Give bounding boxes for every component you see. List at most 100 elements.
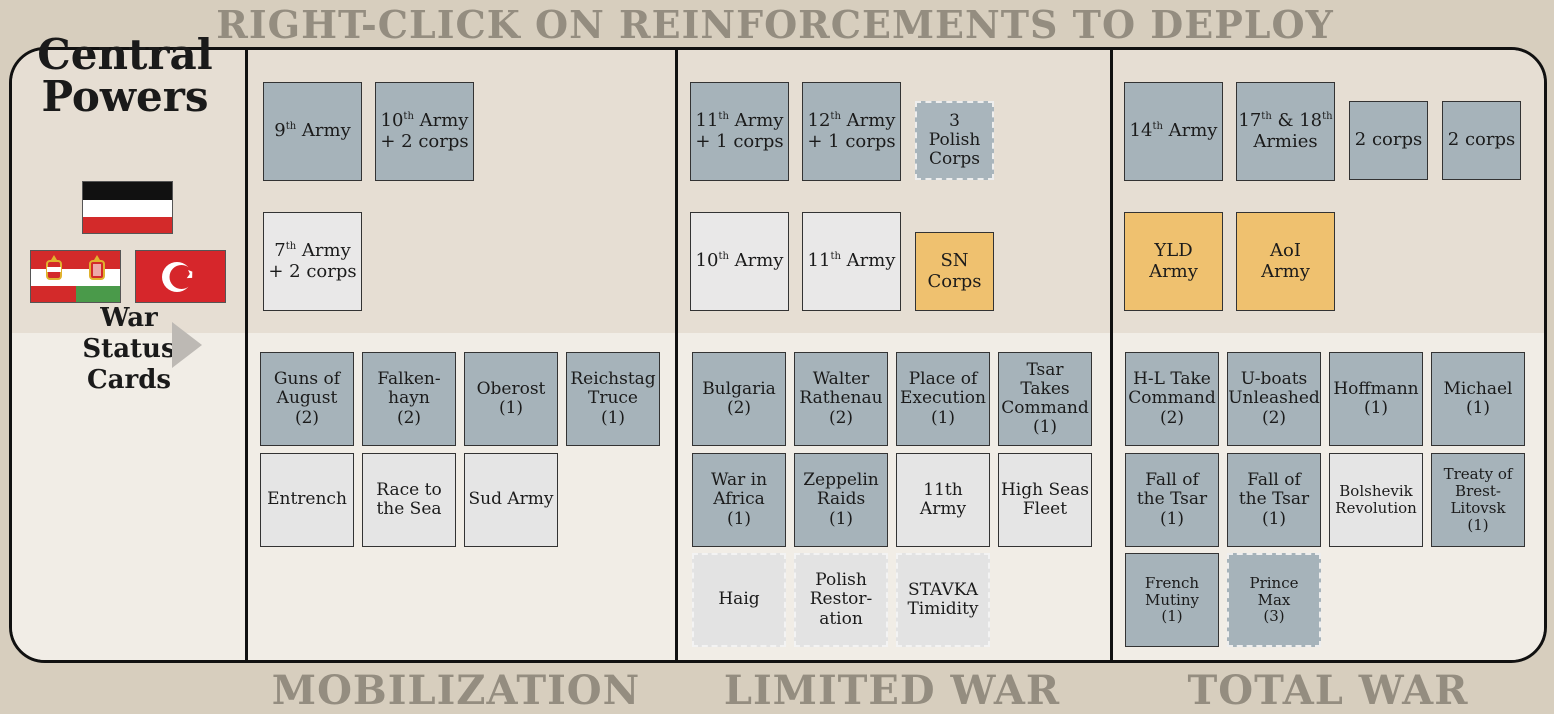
reinforcement-10th-army[interactable]: 10th Army (690, 212, 789, 311)
war-status-card[interactable]: Guns of August (2) (260, 352, 354, 446)
card-label: Treaty of Brest- Litovsk (1) (1443, 465, 1513, 534)
unit-label: 10th Army + 2 corps (380, 110, 469, 152)
card-label: Guns of August (2) (273, 369, 341, 428)
war-status-card[interactable]: Place of Execution (1) (896, 352, 990, 446)
era-label-limited-war: LIMITED WAR (723, 667, 1061, 714)
divider-mobilization (675, 50, 678, 660)
crescent-star-icon (162, 262, 194, 292)
reinforcement-11th-army-1-corps[interactable]: 11th Army + 1 corps (690, 82, 789, 181)
reinforcement-14th-army[interactable]: 14th Army (1124, 82, 1223, 181)
war-status-card[interactable]: Oberost (1) (464, 352, 558, 446)
war-status-card[interactable]: War in Africa (1) (692, 453, 786, 547)
card-label: U-boats Unleashed (2) (1228, 369, 1320, 428)
war-status-card[interactable]: High Seas Fleet (998, 453, 1092, 547)
unit-label: 14th Army (1129, 120, 1218, 142)
ottoman-flag (135, 250, 226, 303)
war-status-card[interactable]: Fall of the Tsar (1) (1227, 453, 1321, 547)
war-status-card[interactable]: STAVKA Timidity (896, 553, 990, 647)
era-label-total-war: TOTAL WAR (1187, 667, 1469, 714)
war-status-card[interactable]: Sud Army (464, 453, 558, 547)
war-status-card[interactable]: Hoffmann (1) (1329, 352, 1423, 446)
reinforcement-11th-army[interactable]: 11th Army (802, 212, 901, 311)
german-empire-flag (82, 181, 173, 234)
card-label: Entrench (267, 489, 347, 510)
unit-label: AoI Army (1261, 240, 1310, 282)
war-status-card[interactable]: Prince Max (3) (1227, 553, 1321, 647)
war-status-card[interactable]: U-boats Unleashed (2) (1227, 352, 1321, 446)
war-status-card[interactable]: Reichstag Truce (1) (566, 352, 660, 446)
divider-side (245, 50, 248, 660)
unit-label: 11th Army (807, 250, 896, 272)
war-status-card[interactable]: Zeppelin Raids (1) (794, 453, 888, 547)
war-status-card[interactable]: Haig (692, 553, 786, 647)
reinforcement-2-corps[interactable]: 2 corps (1349, 101, 1428, 180)
reinforcement-17th-18th-armies[interactable]: 17th & 18th Armies (1236, 82, 1335, 181)
war-status-card[interactable]: Tsar Takes Command (1) (998, 352, 1092, 446)
unit-label: 9th Army (274, 120, 351, 142)
war-status-card[interactable]: H-L Take Command (2) (1125, 352, 1219, 446)
card-label: Sud Army (468, 489, 554, 510)
card-label: Fall of the Tsar (1) (1238, 470, 1310, 529)
war-status-card[interactable]: Entrench (260, 453, 354, 547)
unit-label: 7th Army + 2 corps (268, 240, 357, 282)
card-label: Bolshevik Revolution (1335, 482, 1417, 517)
faction-title: Central Powers (37, 30, 213, 121)
war-status-card[interactable]: Polish Restor- ation (794, 553, 888, 647)
card-label: French Mutiny (1) (1144, 573, 1200, 626)
card-label: 11th Army (919, 479, 967, 519)
reinforcement-aoi-army[interactable]: AoI Army (1236, 212, 1335, 311)
war-status-card[interactable]: Bolshevik Revolution (1329, 453, 1423, 547)
reinforcement-2-corps[interactable]: 2 corps (1442, 101, 1521, 180)
war-status-card[interactable]: Treaty of Brest- Litovsk (1) (1431, 453, 1525, 547)
war-status-card[interactable]: Michael (1) (1431, 352, 1525, 446)
card-label: Reichstag Truce (1) (570, 369, 656, 428)
card-label: Hoffmann (1) (1333, 378, 1419, 418)
reinforcement-7th-army-2-corps[interactable]: 7th Army + 2 corps (263, 212, 362, 311)
deploy-instruction-banner: RIGHT-CLICK ON REINFORCEMENTS TO DEPLOY (216, 2, 1334, 47)
card-label: H-L Take Command (2) (1128, 369, 1216, 428)
card-label: Race to the Sea (376, 479, 442, 519)
card-label: Walter Rathenau (2) (799, 369, 883, 428)
crest-icon (89, 255, 105, 280)
card-label: Polish Restor- ation (809, 570, 873, 629)
war-status-card[interactable]: Falken- hayn (2) (362, 352, 456, 446)
war-status-card[interactable]: 11th Army (896, 453, 990, 547)
unit-label: YLD Army (1149, 240, 1198, 282)
unit-label: SN Corps (927, 250, 982, 292)
card-label: War in Africa (1) (710, 470, 768, 529)
war-status-card[interactable]: Walter Rathenau (2) (794, 352, 888, 446)
card-label: Tsar Takes Command (1) (1001, 359, 1089, 438)
card-label: Prince Max (3) (1249, 573, 1299, 626)
card-label: Zeppelin Raids (1) (803, 470, 879, 529)
crest-icon (46, 255, 62, 280)
card-label: Haig (718, 589, 760, 610)
card-label: Falken- hayn (2) (377, 369, 441, 428)
reinforcement-10th-army-2-corps[interactable]: 10th Army + 2 corps (375, 82, 474, 181)
card-label: Fall of the Tsar (1) (1136, 470, 1208, 529)
unit-label: 2 corps (1354, 129, 1423, 151)
war-status-card[interactable]: French Mutiny (1) (1125, 553, 1219, 647)
war-status-card[interactable]: Bulgaria (2) (692, 352, 786, 446)
reinforcement-9th-army[interactable]: 9th Army (263, 82, 362, 181)
unit-label: 11th Army + 1 corps (695, 110, 784, 152)
card-label: Place of Execution (1) (900, 369, 986, 428)
card-label: Michael (1) (1443, 378, 1513, 418)
reinforcement-sn-corps[interactable]: SN Corps (915, 232, 994, 311)
unit-label: 3 Polish Corps (928, 110, 981, 170)
reinforcement-3-polish-corps[interactable]: 3 Polish Corps (915, 101, 994, 180)
unit-label: 10th Army (695, 250, 784, 272)
austria-hungary-flag (30, 250, 121, 303)
war-status-cards-label: War Status Cards (82, 303, 176, 396)
war-status-card[interactable]: Fall of the Tsar (1) (1125, 453, 1219, 547)
card-label: Oberost (1) (476, 378, 546, 418)
card-label: Bulgaria (2) (702, 378, 776, 418)
unit-label: 2 corps (1447, 129, 1516, 151)
card-label: High Seas Fleet (1000, 479, 1090, 519)
arrow-right-icon (172, 322, 202, 368)
era-label-mobilization: MOBILIZATION (271, 667, 641, 714)
card-label: STAVKA Timidity (907, 579, 979, 619)
reinforcement-12th-army-1-corps[interactable]: 12th Army + 1 corps (802, 82, 901, 181)
reinforcement-yld-army[interactable]: YLD Army (1124, 212, 1223, 311)
war-status-card[interactable]: Race to the Sea (362, 453, 456, 547)
divider-limited-war (1110, 50, 1113, 660)
